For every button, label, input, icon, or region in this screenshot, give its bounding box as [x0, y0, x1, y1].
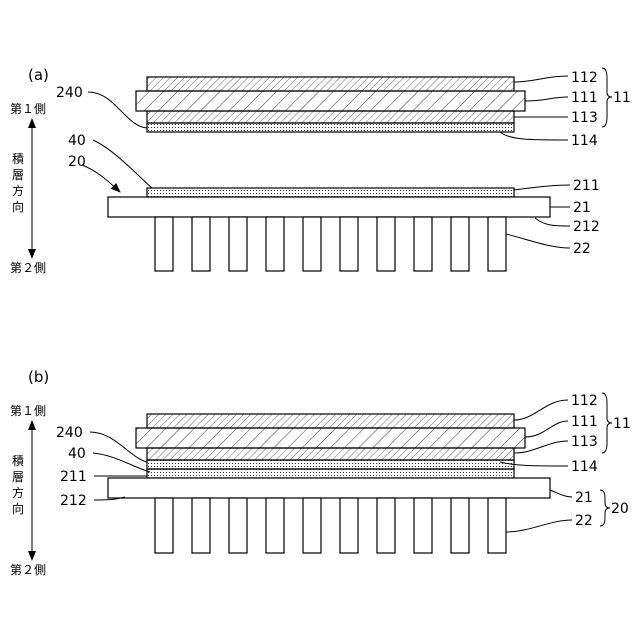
panel-a-direction-char-4: 向	[12, 199, 24, 214]
panel-a-layer-111	[136, 91, 525, 111]
panel-a-fin	[155, 217, 173, 271]
panel-b-leader-111	[525, 421, 568, 437]
panel-b-direction-char-2: 層	[12, 470, 24, 484]
panel-a-layer-112	[147, 77, 514, 91]
panel-b-layer-114	[147, 460, 514, 469]
panel-a-fin	[377, 217, 395, 271]
panel-a-label-21: 21	[573, 200, 591, 216]
panel-a-leader-40	[93, 140, 152, 188]
panel-a-direction-indicator: 第１側 積 層 方 向 第２側	[10, 102, 46, 275]
panel-b-leader-22	[506, 520, 572, 532]
panel-a-arrow-up-icon	[28, 118, 36, 128]
panel-a-label-11: 11	[613, 90, 631, 106]
panel-b-label-111: 111	[571, 414, 598, 430]
panel-a-fin	[303, 217, 321, 271]
panel-a-leader-211	[514, 185, 570, 190]
panel-b-label-112: 112	[571, 393, 598, 409]
panel-b-fin	[377, 498, 395, 553]
panel-a-leader-114	[500, 132, 568, 140]
panel-b-label-114: 114	[571, 459, 598, 475]
panel-b-leader-21	[550, 490, 572, 497]
panel-a-label-240: 240	[56, 85, 83, 101]
panel-b-label-22: 22	[575, 513, 593, 529]
panel-b-label: (b)	[28, 368, 49, 386]
panel-a-label-211: 211	[573, 178, 600, 194]
panel-a-label-113: 113	[571, 110, 598, 126]
panel-a-arrow-20	[82, 165, 120, 192]
panel-b-label-40: 40	[68, 446, 86, 462]
panel-b-label-240: 240	[56, 425, 83, 441]
panel-b-label-113: 113	[571, 434, 598, 450]
panel-a-label-40: 40	[68, 133, 86, 149]
panel-b-leader-112	[514, 400, 568, 420]
panel-a-leader-111	[525, 97, 568, 101]
panel-b-layer-112	[147, 414, 514, 428]
panel-a-second-side-label: 第２側	[10, 261, 46, 275]
panel-b-layer-113	[147, 448, 514, 460]
panel-b-fin	[303, 498, 321, 553]
panel-b-fin	[229, 498, 247, 553]
panel-a: (a) 第１側 積 層 方 向 第２側	[10, 66, 631, 275]
panel-a-fin	[229, 217, 247, 271]
panel-a-fin	[451, 217, 469, 271]
panel-a-fin	[414, 217, 432, 271]
panel-a-fins-22	[155, 217, 506, 271]
panel-b-label-211: 211	[60, 469, 87, 485]
panel-a-arrow-down-icon	[28, 249, 36, 259]
panel-a-leader-22	[506, 234, 570, 248]
panel-b-second-side-label: 第２側	[10, 563, 46, 577]
panel-b-arrow-down-icon	[28, 551, 36, 561]
panel-b-fin	[414, 498, 432, 553]
panel-a-label-22: 22	[573, 241, 591, 257]
panel-b-leader-40	[93, 453, 150, 472]
panel-b-fin	[488, 498, 506, 553]
panel-a-fin	[340, 217, 358, 271]
panel-b-label-21: 21	[575, 490, 593, 506]
panel-b-base-plate-21	[108, 478, 550, 498]
panel-b-label-212: 212	[60, 493, 87, 509]
panel-b-fins-22	[155, 498, 506, 553]
panel-b-layer-40	[147, 469, 514, 478]
panel-a-base-plate-21	[108, 197, 550, 217]
panel-b-direction-indicator: 第１側 積 層 方 向 第２側	[10, 404, 46, 577]
panel-a-leader-112	[514, 76, 568, 82]
panel-a-label-20: 20	[68, 154, 86, 170]
panel-b-first-side-label: 第１側	[10, 404, 46, 418]
panel-b-fin	[266, 498, 284, 553]
panel-a-fin	[192, 217, 210, 271]
panel-a-first-side-label: 第１側	[10, 102, 46, 116]
panel-a-label-114: 114	[571, 133, 598, 149]
panel-a-layer-113	[147, 111, 514, 123]
panel-a-direction-char-2: 層	[12, 168, 24, 182]
panel-b-brace-11	[602, 393, 612, 453]
panel-b-direction-char-1: 積	[12, 453, 24, 468]
panel-a-label-212: 212	[573, 219, 600, 235]
panel-a-direction-char-3: 方	[12, 183, 24, 198]
panel-b-label-20: 20	[611, 501, 629, 517]
panel-a-brace-11	[602, 68, 612, 127]
panel-b: (b) 第１側 積 層 方 向 第２側	[10, 368, 631, 577]
panel-b-fin	[340, 498, 358, 553]
panel-a-leader-212	[535, 218, 570, 226]
panel-a-direction-char-1: 積	[12, 151, 24, 166]
panel-b-direction-char-3: 方	[12, 485, 24, 500]
panel-b-fin	[451, 498, 469, 553]
panel-a-layer-114	[147, 123, 514, 132]
panel-b-brace-20	[600, 490, 610, 526]
panel-a-label: (a)	[28, 66, 49, 84]
panel-a-label-112: 112	[571, 70, 598, 86]
panel-b-direction-char-4: 向	[12, 501, 24, 516]
panel-b-fin	[192, 498, 210, 553]
panel-b-arrow-up-icon	[28, 420, 36, 430]
panel-a-fin	[488, 217, 506, 271]
panel-b-fin	[155, 498, 173, 553]
panel-a-label-111: 111	[571, 90, 598, 106]
panel-a-layer-40	[147, 188, 514, 197]
panel-a-fin	[266, 217, 284, 271]
panel-b-layer-111	[136, 428, 525, 448]
panel-b-label-11: 11	[613, 416, 631, 432]
